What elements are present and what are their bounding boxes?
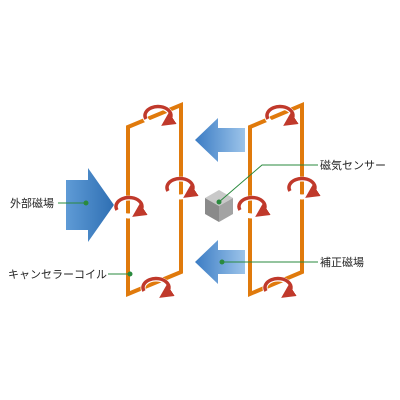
rotation-arrow-icon	[164, 176, 199, 200]
rotation-arrows	[113, 104, 321, 300]
correction-field-arrow-top-icon	[195, 118, 245, 162]
rotation-arrow-icon	[142, 104, 177, 128]
rotation-arrow-icon	[264, 104, 299, 128]
magnetic-sensor-label: 磁気センサー	[320, 158, 386, 172]
leader-lines	[58, 164, 318, 277]
rotation-arrow-icon	[140, 276, 175, 300]
canceller-coil-label: キャンセラーコイル	[8, 268, 107, 281]
rotation-arrow-icon	[236, 195, 271, 219]
rotation-arrow-icon	[286, 176, 321, 200]
rotation-arrow-icon	[262, 276, 297, 300]
rotation-arrow-icon	[113, 195, 148, 219]
external-field-arrow-icon	[66, 168, 114, 242]
correction-field-label: 補正磁場	[320, 256, 364, 269]
magnetic-sensor-cube-icon	[205, 190, 233, 222]
external-field-label: 外部磁場	[10, 196, 54, 210]
